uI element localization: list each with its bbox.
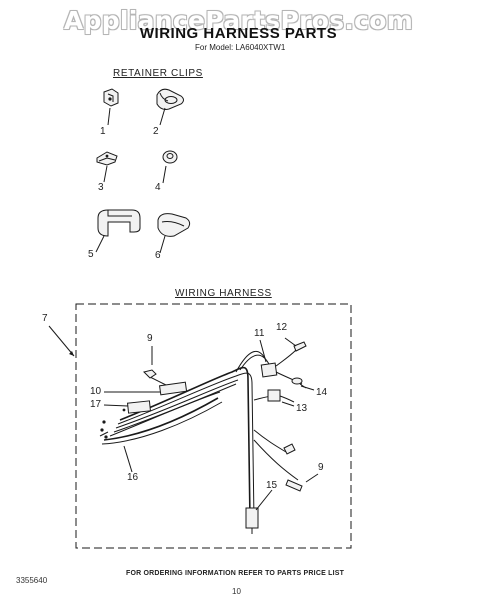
callout-11: 11	[254, 328, 265, 339]
watermark-logo: AppliancePartsPros.com	[63, 6, 414, 35]
callout-3: 3	[98, 182, 104, 193]
retainer-clip-4-drawing	[162, 150, 178, 184]
page-number: 10	[232, 587, 241, 596]
callout-10: 10	[90, 386, 102, 397]
page-title: WIRING HARNESS PARTS	[139, 25, 338, 42]
callout-14: 14	[316, 387, 328, 398]
callout-16: 16	[127, 472, 139, 483]
retainer-clip-3-drawing	[96, 151, 118, 183]
model-subtitle: For Model: LA6040XTW1	[195, 43, 286, 52]
callout-15: 15	[266, 480, 278, 491]
callout-9-upper: 9	[147, 333, 153, 344]
document-code: 3355640	[16, 576, 48, 585]
harness-frame	[75, 303, 352, 549]
callout-12: 12	[276, 322, 288, 333]
callout-2: 2	[153, 126, 159, 137]
callout-4: 4	[155, 182, 161, 193]
wiring-harness-drawing	[99, 341, 307, 534]
callout-5: 5	[88, 249, 94, 260]
callout-9-lower: 9	[318, 462, 324, 473]
retainer-clip-5-drawing	[95, 209, 141, 253]
callout-17: 17	[90, 399, 102, 410]
callout-6: 6	[155, 250, 161, 261]
wiring-harness-heading: WIRING HARNESS	[175, 288, 272, 299]
retainer-clips-heading: RETAINER CLIPS	[113, 68, 203, 79]
retainer-clip-6-drawing	[157, 213, 191, 254]
retainer-clip-1-drawing	[103, 88, 119, 126]
callout-13: 13	[296, 403, 308, 414]
callout-7: 7	[42, 313, 48, 324]
callout-1: 1	[100, 126, 106, 137]
retainer-clip-2-drawing	[156, 88, 184, 126]
ordering-note: FOR ORDERING INFORMATION REFER TO PARTS …	[126, 570, 345, 577]
